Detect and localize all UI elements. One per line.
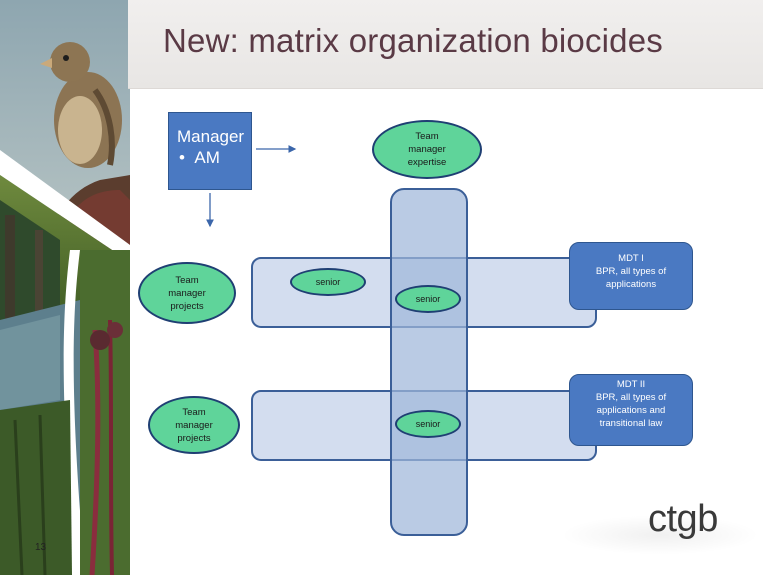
mdt-1-box: MDT I BPR, all types of applications	[569, 242, 693, 310]
expertise-bar	[390, 188, 468, 536]
manager-item: • AM	[179, 148, 220, 167]
ctgb-logo: ctgb	[648, 498, 718, 540]
mdt-2-box: MDT II BPR, all types of applications an…	[569, 374, 693, 446]
manager-box: Manager • AM	[168, 112, 252, 190]
slide-number: 13	[35, 542, 47, 553]
logo-background	[560, 515, 760, 555]
page-title: New: matrix organization biocides	[163, 22, 663, 59]
team-manager-projects-1: Team manager projects	[138, 262, 236, 324]
manager-title: Manager	[177, 127, 245, 146]
title-band	[128, 0, 763, 89]
team-manager-projects-2: Team manager projects	[148, 396, 240, 454]
senior-node: senior	[290, 268, 366, 296]
reeds-photo	[80, 250, 130, 575]
nature-photo-collage	[0, 0, 130, 575]
photo-strip	[0, 0, 130, 575]
senior-node: senior	[395, 410, 461, 438]
bird-photo	[40, 42, 122, 168]
senior-node: senior	[395, 285, 461, 313]
team-manager-expertise: Team manager expertise	[372, 120, 482, 179]
